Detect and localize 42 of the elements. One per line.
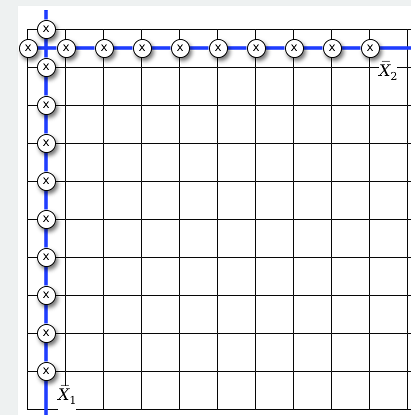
- node-label: x: [366, 41, 374, 53]
- connector-line: [342, 46, 360, 50]
- connector-line: [152, 46, 170, 50]
- connector-line: [44, 304, 48, 324]
- node-label: x: [42, 250, 50, 262]
- node-label: x: [214, 41, 222, 53]
- connector-line: [190, 46, 208, 50]
- connector-line: [44, 114, 48, 134]
- node-label: x: [328, 41, 336, 53]
- connector-line: [44, 380, 48, 415]
- connector-line: [76, 46, 94, 50]
- node-label: x: [24, 41, 32, 53]
- connector-line: [114, 46, 132, 50]
- connector-line: [266, 46, 284, 50]
- node-label: x: [176, 41, 184, 53]
- node-label: x: [42, 174, 50, 186]
- node-label: x: [62, 41, 70, 53]
- connector-line: [44, 38, 48, 58]
- connector-line: [44, 228, 48, 248]
- connector-line: [44, 76, 48, 96]
- node-label: x: [252, 41, 260, 53]
- node-label: x: [42, 98, 50, 110]
- node-label: x: [42, 60, 50, 72]
- connector-line: [44, 190, 48, 210]
- connector-line: [304, 46, 322, 50]
- connector-line: [38, 46, 56, 50]
- connector-line: [44, 266, 48, 286]
- node-label: x: [42, 22, 50, 34]
- node-label: x: [138, 41, 146, 53]
- node-label: x: [42, 288, 50, 300]
- node-label: x: [42, 212, 50, 224]
- connector-line: [380, 46, 411, 50]
- connector-line: [44, 152, 48, 172]
- node-label: x: [290, 41, 298, 53]
- node-label: x: [42, 326, 50, 338]
- connector-line: [44, 10, 48, 20]
- connector-line: [44, 342, 48, 362]
- node-label: x: [100, 41, 108, 53]
- node-label: x: [42, 136, 50, 148]
- node-label: x: [42, 364, 50, 376]
- axis-label: X̅$_{1}$: [58, 386, 76, 410]
- connector-line: [228, 46, 246, 50]
